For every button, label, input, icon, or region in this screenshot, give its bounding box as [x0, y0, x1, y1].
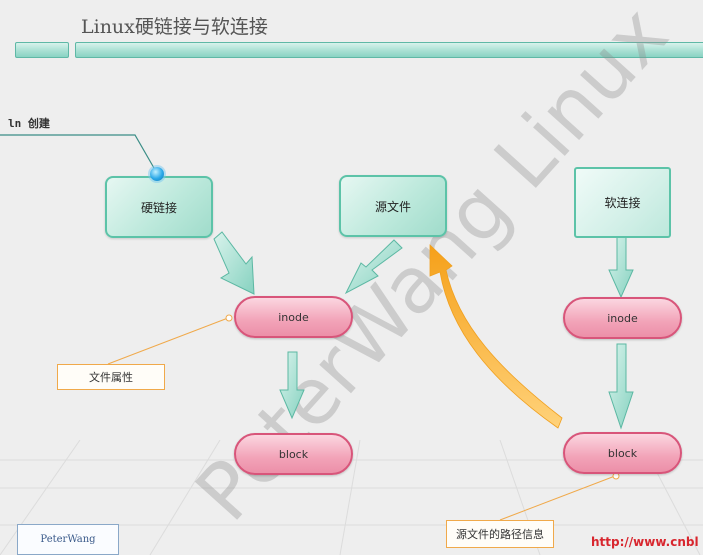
arrow-softlink-to-inode [608, 235, 634, 299]
callout-anchor-file-attrs [225, 314, 233, 322]
node-source-file: 源文件 [339, 175, 447, 237]
note-source-path-info-label: 源文件的路径信息 [456, 528, 544, 541]
node-soft-link-label: 软连接 [604, 196, 641, 210]
title-bar-left [15, 42, 69, 58]
title-bar-right [75, 42, 703, 58]
ln-create-label: ln 创建 [8, 117, 50, 130]
source-url[interactable]: http://www.cnbl [591, 535, 699, 549]
callout-line-file-attrs [107, 317, 229, 365]
node-inode-right: inode [563, 297, 682, 339]
ln-connector-line [0, 134, 159, 176]
connection-point [150, 167, 164, 181]
node-block-left-label: block [278, 447, 309, 461]
node-hard-link-label: 硬链接 [140, 200, 177, 215]
arrow-source-to-inode [344, 239, 403, 295]
arrow-hardlink-to-inode [213, 231, 255, 295]
node-block-left: block [234, 433, 353, 475]
note-file-attributes-label: 文件属性 [89, 371, 133, 384]
node-block-right-label: block [607, 446, 638, 460]
node-inode-left-label: inode [278, 310, 309, 324]
node-hard-link: 硬链接 [105, 176, 213, 238]
node-inode-right-label: inode [607, 311, 638, 325]
node-inode-left: inode [234, 296, 353, 338]
note-source-path-info: 源文件的路径信息 [446, 520, 554, 548]
arrow-inode-to-block-right [608, 343, 634, 430]
callout-line-path-info [499, 475, 616, 521]
page-title: Linux硬链接与软连接 [81, 16, 268, 38]
note-file-attributes: 文件属性 [57, 364, 165, 390]
arrow-block-to-source [429, 244, 563, 429]
brand-badge: PeterWang [17, 524, 119, 555]
node-soft-link: 软连接 [574, 167, 671, 238]
node-source-file-label: 源文件 [374, 199, 411, 214]
arrow-inode-to-block-left [279, 351, 305, 420]
node-block-right: block [563, 432, 682, 474]
